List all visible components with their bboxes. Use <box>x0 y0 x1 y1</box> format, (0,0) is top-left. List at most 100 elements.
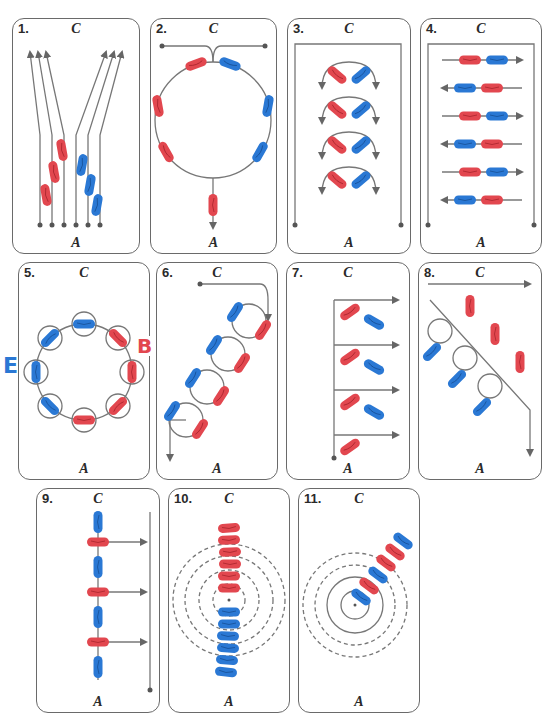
drawing-path <box>428 44 534 225</box>
drawing-use <box>94 556 103 578</box>
panel-number: 5. <box>24 266 35 279</box>
drawing-use <box>459 112 481 121</box>
bottom-pole-label: A <box>224 695 233 709</box>
drawing-use <box>459 168 481 177</box>
drawing-path <box>100 52 122 225</box>
bottom-pole-label: A <box>93 695 102 709</box>
drawing-use <box>481 84 503 93</box>
drawing-path <box>170 419 186 420</box>
panel-number: 8. <box>424 266 435 279</box>
drawing-use <box>326 169 349 190</box>
drawing-circle <box>213 584 245 616</box>
drawing-path <box>30 52 40 225</box>
drawing-path <box>349 132 376 158</box>
drawing-use <box>107 327 129 349</box>
drawing-path <box>349 97 376 123</box>
drawing-use <box>204 333 224 356</box>
top-pole-label: C <box>209 22 218 36</box>
drawing-circle <box>120 360 144 384</box>
cell-panel: 7.CA <box>286 262 410 480</box>
panel-number: 3. <box>293 22 304 35</box>
drawing-use <box>421 341 443 363</box>
drawing-path <box>322 132 349 158</box>
drawing-path <box>349 167 376 193</box>
drawing-use <box>486 112 508 121</box>
top-pole-label: C <box>212 266 221 280</box>
drawing-use <box>87 638 109 647</box>
panel-number: 1. <box>18 22 29 35</box>
drawing-circle <box>62 223 67 228</box>
bottom-pole-label: A <box>212 462 221 476</box>
drawing-use <box>107 395 129 417</box>
drawing-path <box>334 299 398 300</box>
panel-number: 4. <box>426 22 437 35</box>
drawing-path <box>442 59 522 60</box>
drawing-circle <box>50 223 55 228</box>
cell-panel: 3.CA <box>287 18 411 254</box>
drawing-circle <box>173 544 285 656</box>
drawing-circle <box>38 223 43 228</box>
drawing-path <box>322 97 349 123</box>
drawing-path <box>149 512 150 690</box>
drawing-use <box>94 606 103 628</box>
drawing-use <box>350 134 373 155</box>
drawing-circle <box>428 319 452 343</box>
drawing-circle <box>72 408 96 432</box>
drawing-use <box>454 196 476 205</box>
top-pole-label: C <box>93 492 102 506</box>
drawing-circle <box>478 374 502 398</box>
drawing-use <box>215 666 238 677</box>
drawing-use <box>32 361 41 383</box>
drawing-use <box>362 313 386 332</box>
drawing-use <box>211 384 231 407</box>
drawing-circle <box>532 223 537 228</box>
top-pole-label: C <box>476 22 485 36</box>
drawing-use <box>152 94 165 117</box>
drawing-circle <box>426 223 431 228</box>
bottom-pole-label: A <box>71 236 80 250</box>
drawing-circle <box>106 394 130 418</box>
panel-1-drawing <box>30 52 122 225</box>
drawing-use <box>218 608 240 617</box>
drawing-use <box>48 160 61 183</box>
drawing-use <box>87 588 109 597</box>
panel-number: 9. <box>42 492 53 505</box>
drawing-path <box>430 300 530 455</box>
drawing-use <box>350 99 373 120</box>
drawing-path <box>333 300 334 458</box>
drawing-use <box>219 560 241 569</box>
drawing-path <box>428 283 530 284</box>
drawing-use <box>94 656 103 678</box>
bottom-pole-label: A <box>354 695 363 709</box>
drawing-use <box>362 358 386 377</box>
drawing-use <box>218 523 241 534</box>
drawing-use <box>216 655 239 666</box>
drawing-path <box>334 434 398 435</box>
drawing-circle <box>354 604 357 607</box>
drawing-path <box>442 115 522 116</box>
drawing-use <box>219 547 241 557</box>
drawing-circle <box>98 223 103 228</box>
drawing-use <box>326 64 349 85</box>
drawing-use <box>87 538 109 547</box>
cell-panel: 2.CA <box>150 18 277 254</box>
cell-panel: 1.CA <box>12 18 140 254</box>
drawing-circle <box>315 565 395 645</box>
drawing-use <box>251 140 270 164</box>
panel-10-drawing <box>173 544 285 656</box>
drawing-circle <box>199 570 259 630</box>
drawing-circle <box>185 556 273 644</box>
bottom-pole-label: A <box>476 236 485 250</box>
drawing-use <box>217 631 239 641</box>
drawing-path <box>38 52 52 225</box>
panel-4-drawing <box>428 44 534 225</box>
top-pole-label: C <box>344 22 353 36</box>
drawing-path <box>76 52 106 225</box>
bottom-pole-label: A <box>343 462 352 476</box>
drawing-circle <box>148 688 153 693</box>
drawing-use <box>516 351 525 373</box>
region-letter: B <box>136 336 153 356</box>
drawing-path <box>322 62 349 88</box>
drawing-path <box>334 344 398 345</box>
drawing-circle <box>263 44 268 49</box>
